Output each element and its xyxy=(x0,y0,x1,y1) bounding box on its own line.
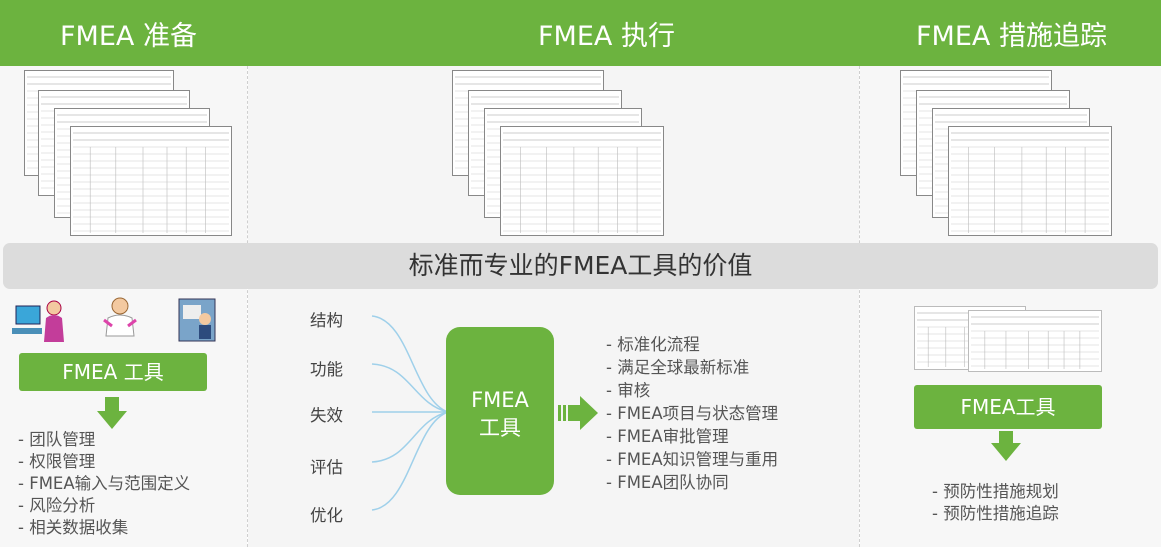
column-divider xyxy=(859,66,860,547)
list-item: - 风险分析 xyxy=(18,496,96,515)
worker-figure xyxy=(103,297,137,337)
worksheet-grid xyxy=(503,132,661,233)
column-title-execute: FMEA 执行 xyxy=(538,21,675,52)
fmea-worksheet-thumbnail xyxy=(914,306,1108,374)
arrow-down-icon xyxy=(97,397,127,429)
tracking-list: - 预防性措施规划 - 预防性措施追踪 xyxy=(932,481,1059,525)
worksheet-grid xyxy=(971,316,1099,369)
list-item: - FMEA团队协同 xyxy=(606,473,729,492)
list-item: - 权限管理 xyxy=(18,452,96,471)
list-item: - 预防性措施追踪 xyxy=(932,504,1059,523)
prepare-list: - 团队管理 - 权限管理 - FMEA输入与范围定义 - 风险分析 - 相关数… xyxy=(18,429,190,539)
arrow-right-icon xyxy=(558,396,598,430)
list-item: - FMEA输入与范围定义 xyxy=(18,474,191,493)
computer-user-figure xyxy=(12,300,64,342)
list-item: - 满足全球最新标准 xyxy=(606,358,750,377)
fmea-tool-core: FMEA 工具 xyxy=(446,327,554,495)
fmea-worksheet-stack-prepare xyxy=(24,70,234,236)
input-label-evaluation: 评估 xyxy=(310,458,343,477)
list-item: - 审核 xyxy=(606,381,651,400)
fmea-tool-button-tracking: FMEA工具 xyxy=(914,385,1102,429)
column-divider xyxy=(247,66,248,547)
fmea-tool-button-prepare: FMEA 工具 xyxy=(19,353,207,391)
column-title-prepare: FMEA 准备 xyxy=(60,21,197,52)
list-item: - 预防性措施规划 xyxy=(932,482,1059,501)
fmea-tool-core-line2: 工具 xyxy=(479,416,521,440)
value-band: 标准而专业的FMEA工具的价值 xyxy=(3,243,1158,289)
presenter-figure xyxy=(178,298,216,342)
input-label-failure: 失效 xyxy=(310,406,343,425)
fmea-worksheet-stack-execute xyxy=(452,70,666,236)
list-item: - 相关数据收集 xyxy=(18,518,129,537)
input-label-optimization: 优化 xyxy=(310,506,343,525)
input-label-function: 功能 xyxy=(310,360,343,379)
list-item: - FMEA审批管理 xyxy=(606,427,729,446)
value-band-title: 标准而专业的FMEA工具的价值 xyxy=(408,251,753,280)
fmea-tool-core-line1: FMEA xyxy=(471,388,529,412)
list-item: - FMEA知识管理与重用 xyxy=(606,450,779,469)
column-title-tracking: FMEA 措施追踪 xyxy=(916,21,1107,52)
list-item: - FMEA项目与状态管理 xyxy=(606,404,779,423)
list-item: - 团队管理 xyxy=(18,430,96,449)
fmea-worksheet-stack-tracking xyxy=(900,70,1114,236)
arrow-down-icon xyxy=(991,431,1021,461)
converging-curves xyxy=(371,315,449,511)
execute-benefits-list: - 标准化流程 - 满足全球最新标准 - 审核 - FMEA项目与状态管理 - … xyxy=(606,333,778,494)
list-item: - 标准化流程 xyxy=(606,335,700,354)
worksheet-grid xyxy=(73,132,229,233)
header-bar: FMEA 准备 FMEA 执行 FMEA 措施追踪 xyxy=(0,0,1161,66)
worksheet-grid xyxy=(951,132,1109,233)
input-label-structure: 结构 xyxy=(310,311,343,330)
